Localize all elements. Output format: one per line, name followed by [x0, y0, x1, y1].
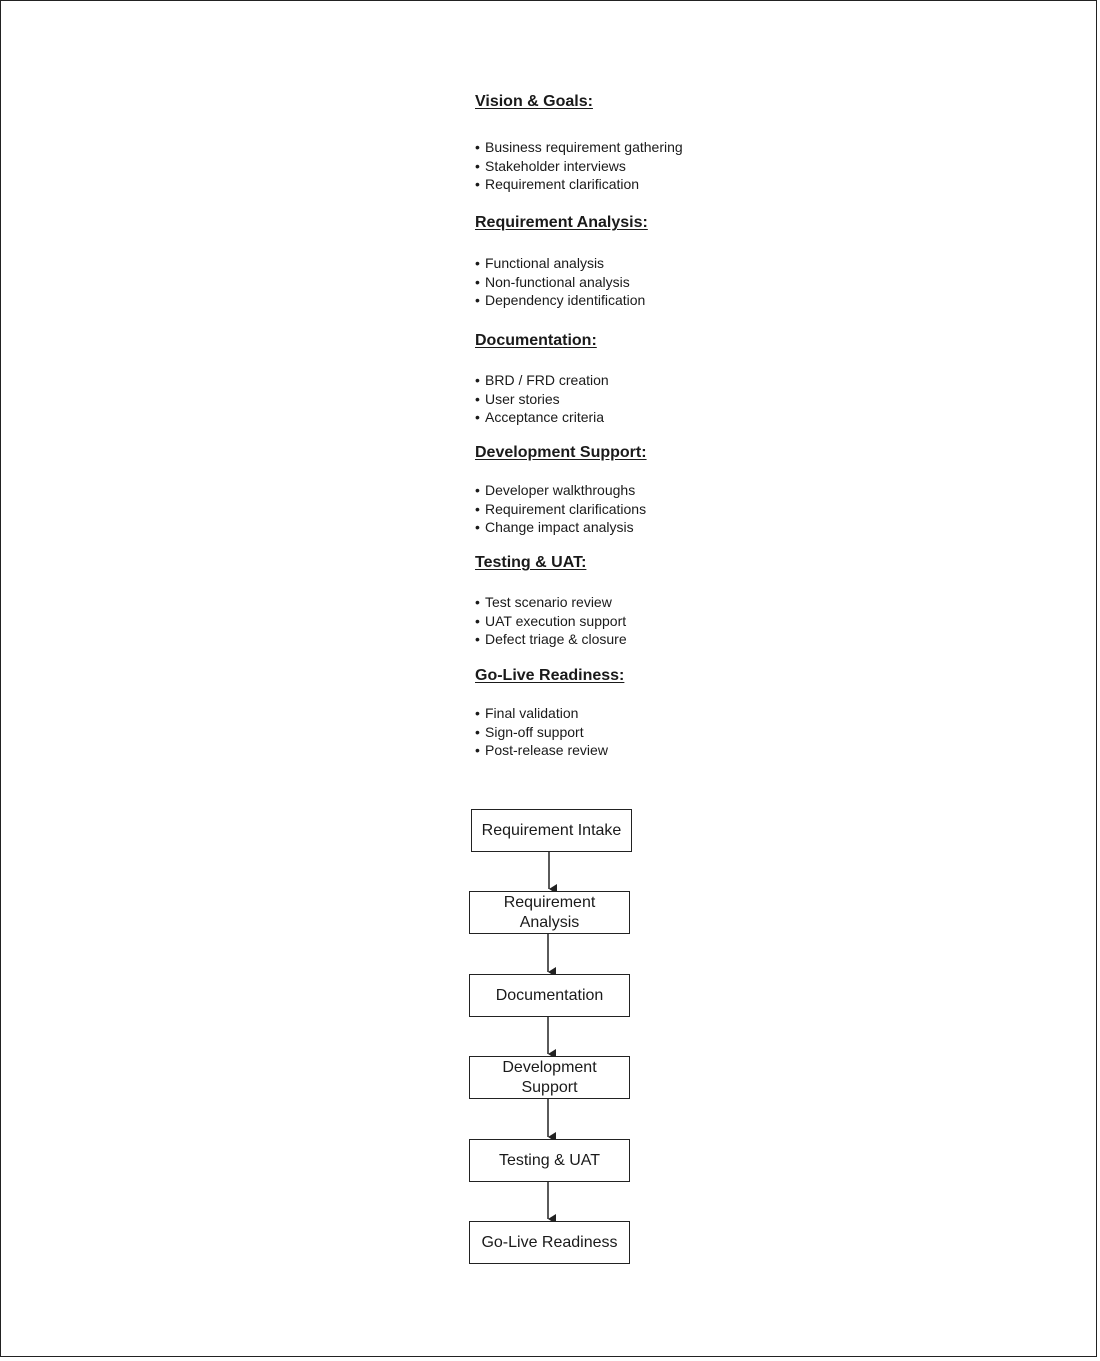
- flow-step-development-support: Development Support: [469, 1056, 630, 1099]
- list-item: User stories: [475, 390, 875, 409]
- bullet-list: Functional analysis Non-functional analy…: [475, 254, 875, 310]
- flow-step-requirement-analysis: Requirement Analysis: [469, 891, 630, 934]
- section-title: Documentation:: [475, 332, 597, 349]
- section-testing-uat: Testing & UAT: Test scenario review UAT …: [475, 553, 875, 647]
- list-item: Stakeholder interviews: [475, 157, 875, 176]
- section-requirement-analysis: Requirement Analysis: Functional analysi…: [475, 213, 875, 308]
- section-title: Vision & Goals:: [475, 93, 593, 110]
- list-item: Test scenario review: [475, 593, 875, 612]
- bullet-list: Test scenario review UAT execution suppo…: [475, 593, 875, 649]
- bullet-list: Business requirement gathering Stakehold…: [475, 138, 875, 194]
- section-go-live-readiness: Go-Live Readiness: Final validation Sign…: [475, 666, 875, 758]
- flow-step-testing-uat: Testing & UAT: [469, 1139, 630, 1182]
- list-item: Change impact analysis: [475, 518, 875, 537]
- list-item: Business requirement gathering: [475, 138, 875, 157]
- list-item: Requirement clarifications: [475, 500, 875, 519]
- list-item: Sign-off support: [475, 723, 875, 742]
- section-vision-goals: Vision & Goals: Business requirement gat…: [475, 92, 875, 192]
- section-title: Go-Live Readiness:: [475, 667, 625, 684]
- list-item: Acceptance criteria: [475, 408, 875, 427]
- flow-step-requirement-intake: Requirement Intake: [471, 809, 632, 852]
- list-item: Final validation: [475, 704, 875, 723]
- list-item: Post-release review: [475, 741, 875, 760]
- section-title: Development Support:: [475, 444, 647, 461]
- list-item: Requirement clarification: [475, 175, 875, 194]
- list-item: Functional analysis: [475, 254, 875, 273]
- bullet-list: BRD / FRD creation User stories Acceptan…: [475, 371, 875, 427]
- list-item: Dependency identification: [475, 291, 875, 310]
- section-development-support: Development Support: Developer walkthrou…: [475, 443, 875, 535]
- section-documentation: Documentation: BRD / FRD creation User s…: [475, 331, 875, 425]
- section-title: Requirement Analysis:: [475, 214, 648, 231]
- flow-step-documentation: Documentation: [469, 974, 630, 1017]
- list-item: UAT execution support: [475, 612, 875, 631]
- flow-step-go-live-readiness: Go-Live Readiness: [469, 1221, 630, 1264]
- list-item: Non-functional analysis: [475, 273, 875, 292]
- section-title: Testing & UAT:: [475, 554, 587, 571]
- list-item: BRD / FRD creation: [475, 371, 875, 390]
- list-item: Developer walkthroughs: [475, 481, 875, 500]
- bullet-list: Final validation Sign-off support Post-r…: [475, 704, 875, 760]
- list-item: Defect triage & closure: [475, 630, 875, 649]
- bullet-list: Developer walkthroughs Requirement clari…: [475, 481, 875, 537]
